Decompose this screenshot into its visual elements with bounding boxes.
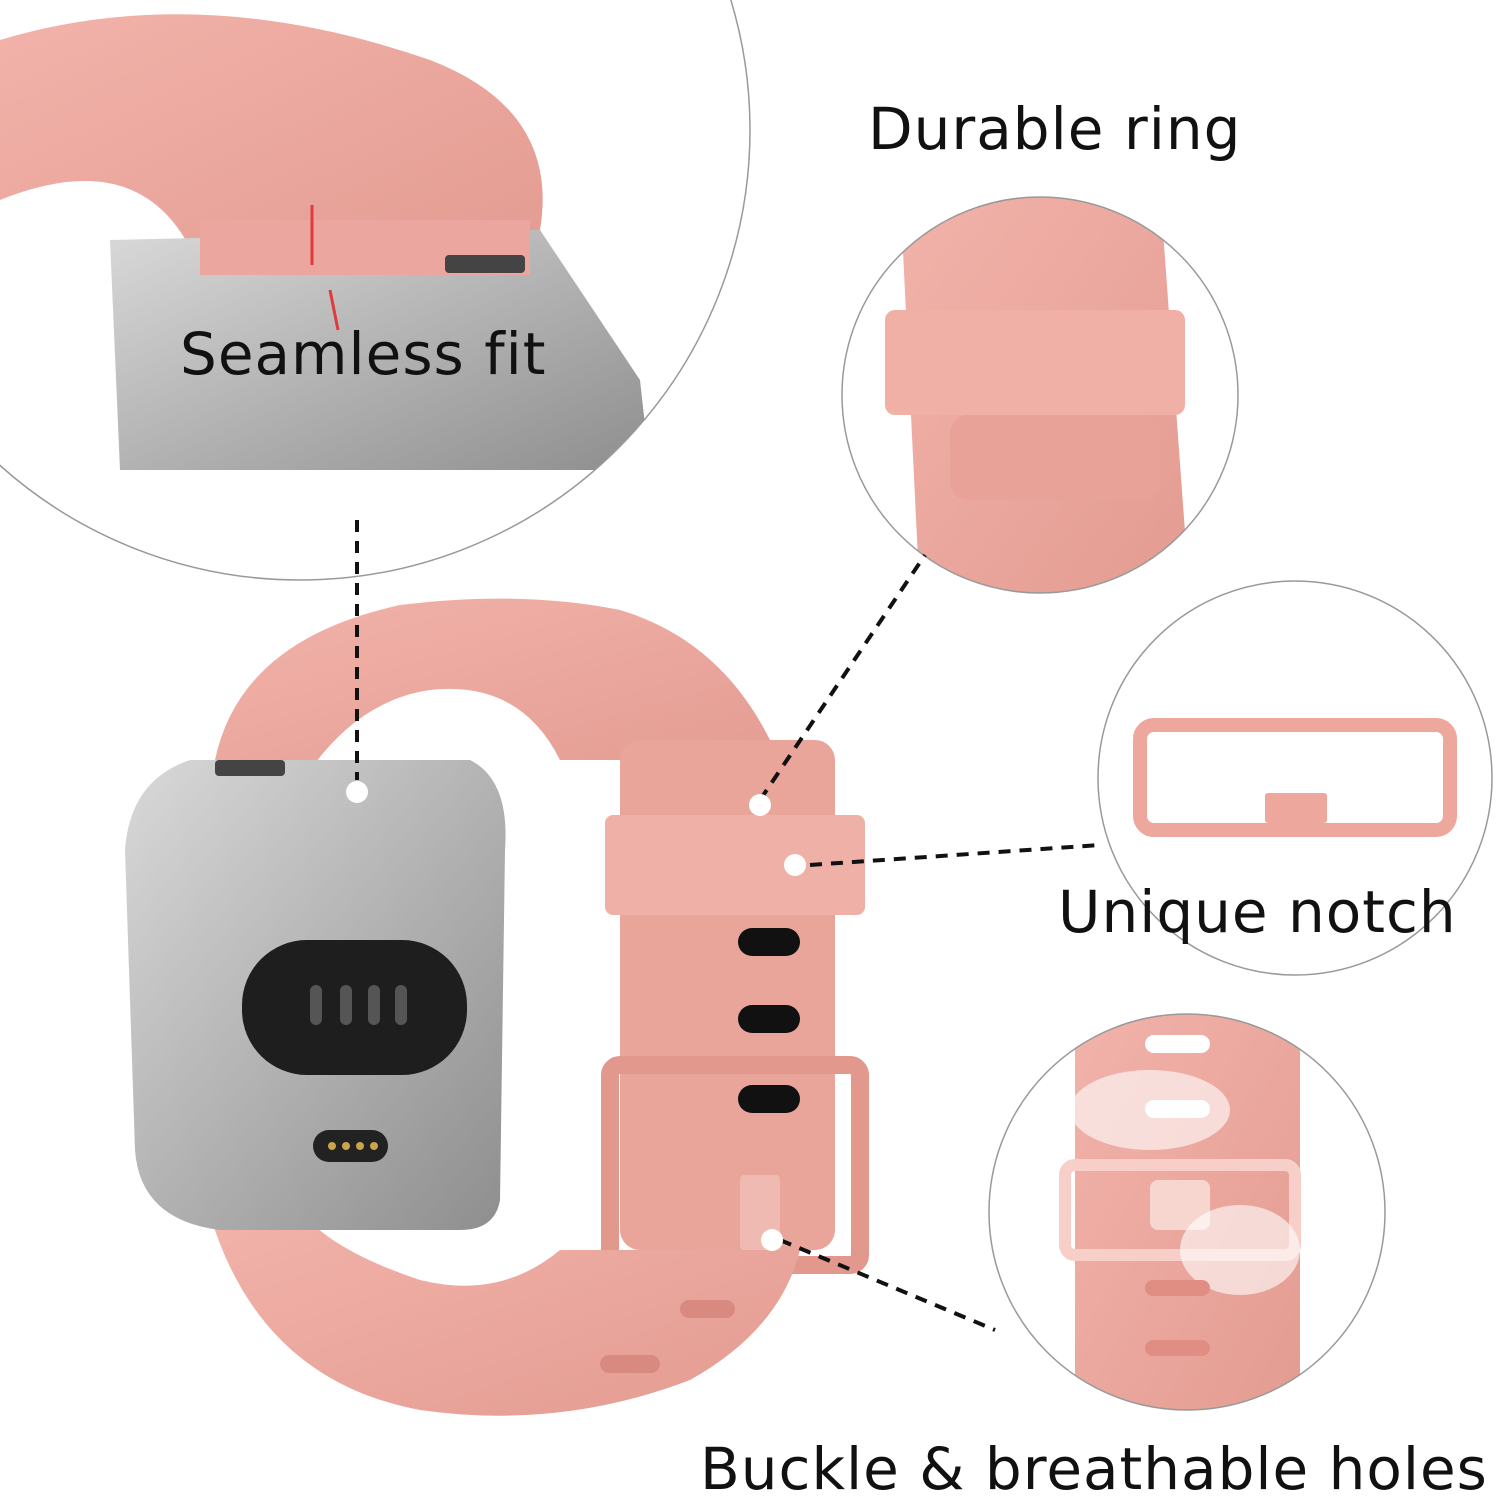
label-durable-ring: Durable ring bbox=[868, 95, 1242, 163]
watch-band bbox=[210, 598, 869, 1416]
watch-body bbox=[125, 760, 506, 1230]
unique-notch-detail bbox=[1133, 718, 1457, 837]
charging-pins bbox=[313, 1130, 388, 1162]
label-seamless-fit: Seamless fit bbox=[180, 320, 547, 388]
seamless-fit-detail bbox=[0, 14, 650, 470]
sensor-window bbox=[242, 940, 467, 1075]
callout-lines bbox=[355, 520, 1101, 1332]
callout-dots bbox=[346, 781, 806, 1251]
buckle-detail bbox=[1059, 1014, 1301, 1410]
label-unique-notch: Unique notch bbox=[1058, 878, 1457, 946]
durable-ring-detail bbox=[885, 197, 1190, 593]
label-buckle-holes: Buckle & breathable holes bbox=[700, 1435, 1488, 1503]
